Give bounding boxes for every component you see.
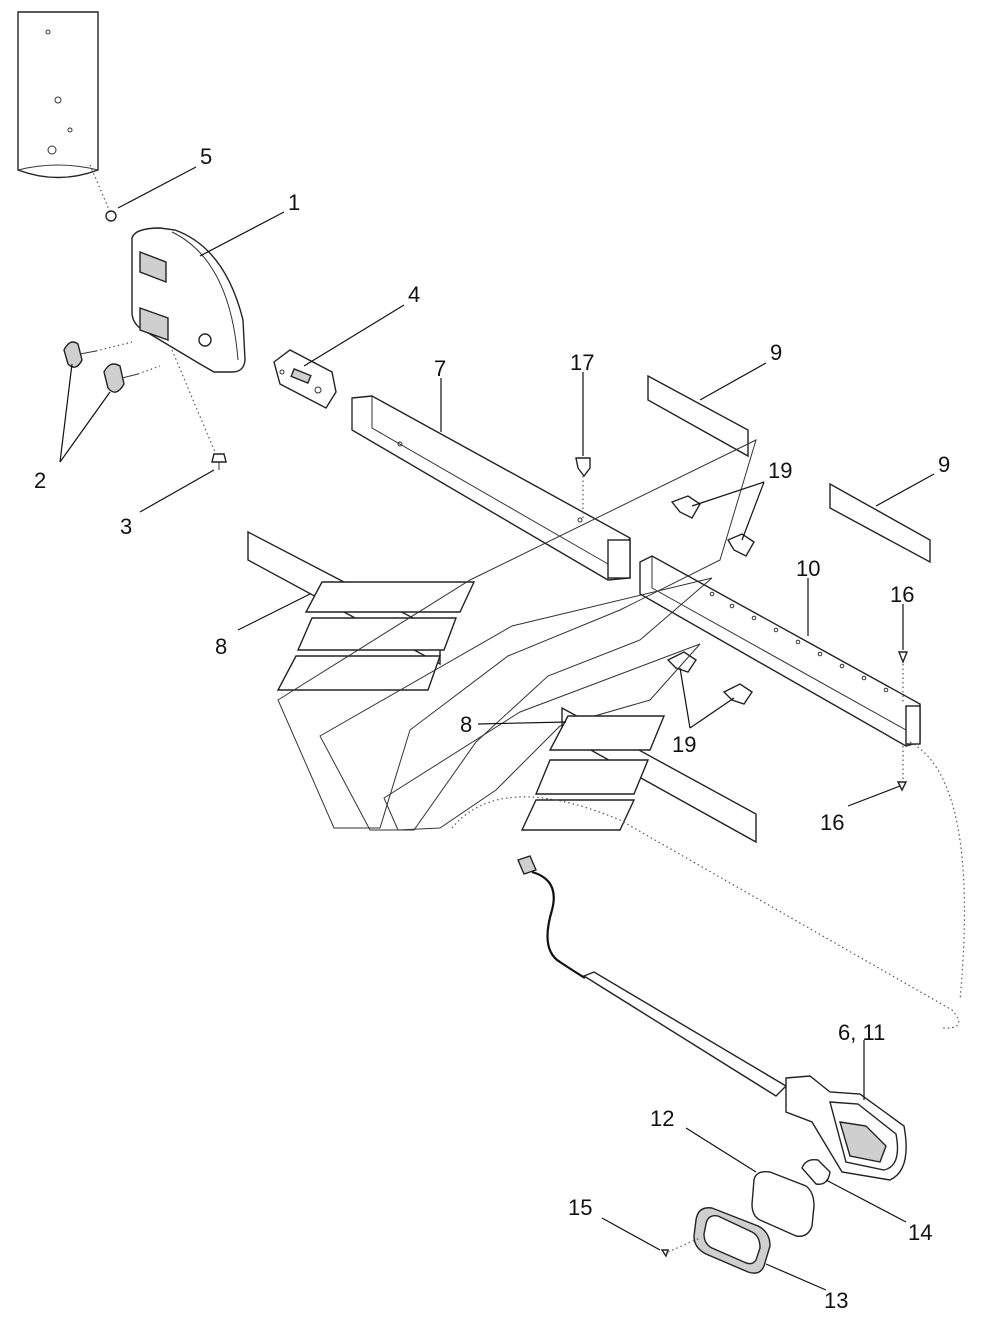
- callout-4: 4: [408, 282, 420, 307]
- part-2-knob-upper: [63, 341, 97, 368]
- part-3-screw: [211, 453, 227, 470]
- alignment-line-harness: [451, 741, 966, 1029]
- part-14-bulb: [801, 1158, 831, 1185]
- part-9-strip-upper: [647, 374, 749, 458]
- callout-19-lower: 19: [672, 732, 696, 757]
- callout-8-right: 8: [460, 712, 472, 737]
- callout-9-upper: 9: [770, 340, 782, 365]
- part-2-knob-lower: [103, 363, 139, 393]
- callout-16-bottom: 16: [820, 810, 844, 835]
- callout-2: 2: [34, 468, 46, 493]
- callout-6-11: 6, 11: [838, 1020, 885, 1045]
- part-15-screw: [660, 1249, 669, 1258]
- part-19-clip-b: [726, 533, 755, 557]
- chevron-reflector-outline: [276, 439, 757, 831]
- alignment-line-knobs: [95, 341, 161, 375]
- callout-1: 1: [288, 190, 300, 215]
- callout-16-top: 16: [890, 582, 914, 607]
- callout-12: 12: [650, 1106, 674, 1131]
- leader-lines: [59, 166, 935, 1291]
- part-10-perforated-tube: [639, 555, 921, 747]
- callout-8-left: 8: [215, 634, 227, 659]
- part-1-bracket: [131, 227, 246, 373]
- callout-15: 15: [568, 1195, 592, 1220]
- callout-13: 13: [824, 1288, 848, 1313]
- part-19-clip-d: [722, 683, 753, 705]
- mounting-post: [17, 11, 99, 179]
- callout-14: 14: [908, 1220, 932, 1245]
- callout-19-upper: 19: [768, 458, 792, 483]
- part-7-square-tube: [351, 395, 631, 581]
- part-4-hinge-plate: [273, 349, 337, 409]
- part-16-screw-top: [897, 651, 909, 664]
- callout-10: 10: [796, 556, 820, 581]
- alignment-line-screw-15: [667, 1237, 701, 1253]
- callout-17: 17: [570, 350, 594, 375]
- callout-9-right: 9: [938, 452, 950, 477]
- part-9-strip-right: [829, 482, 931, 564]
- wire-harness: [517, 855, 788, 1097]
- part-17-cap: [575, 457, 591, 478]
- callout-3: 3: [120, 514, 132, 539]
- part-5-bolt: [105, 210, 117, 222]
- part-6-11-lamp-housing: [785, 1075, 907, 1181]
- part-13-lens-frame: [693, 1207, 771, 1274]
- callout-5: 5: [200, 144, 212, 169]
- alignment-line-screw: [171, 349, 216, 453]
- part-19-clip-a: [670, 495, 701, 519]
- callout-7: 7: [434, 356, 446, 381]
- part-12-lens: [751, 1170, 815, 1237]
